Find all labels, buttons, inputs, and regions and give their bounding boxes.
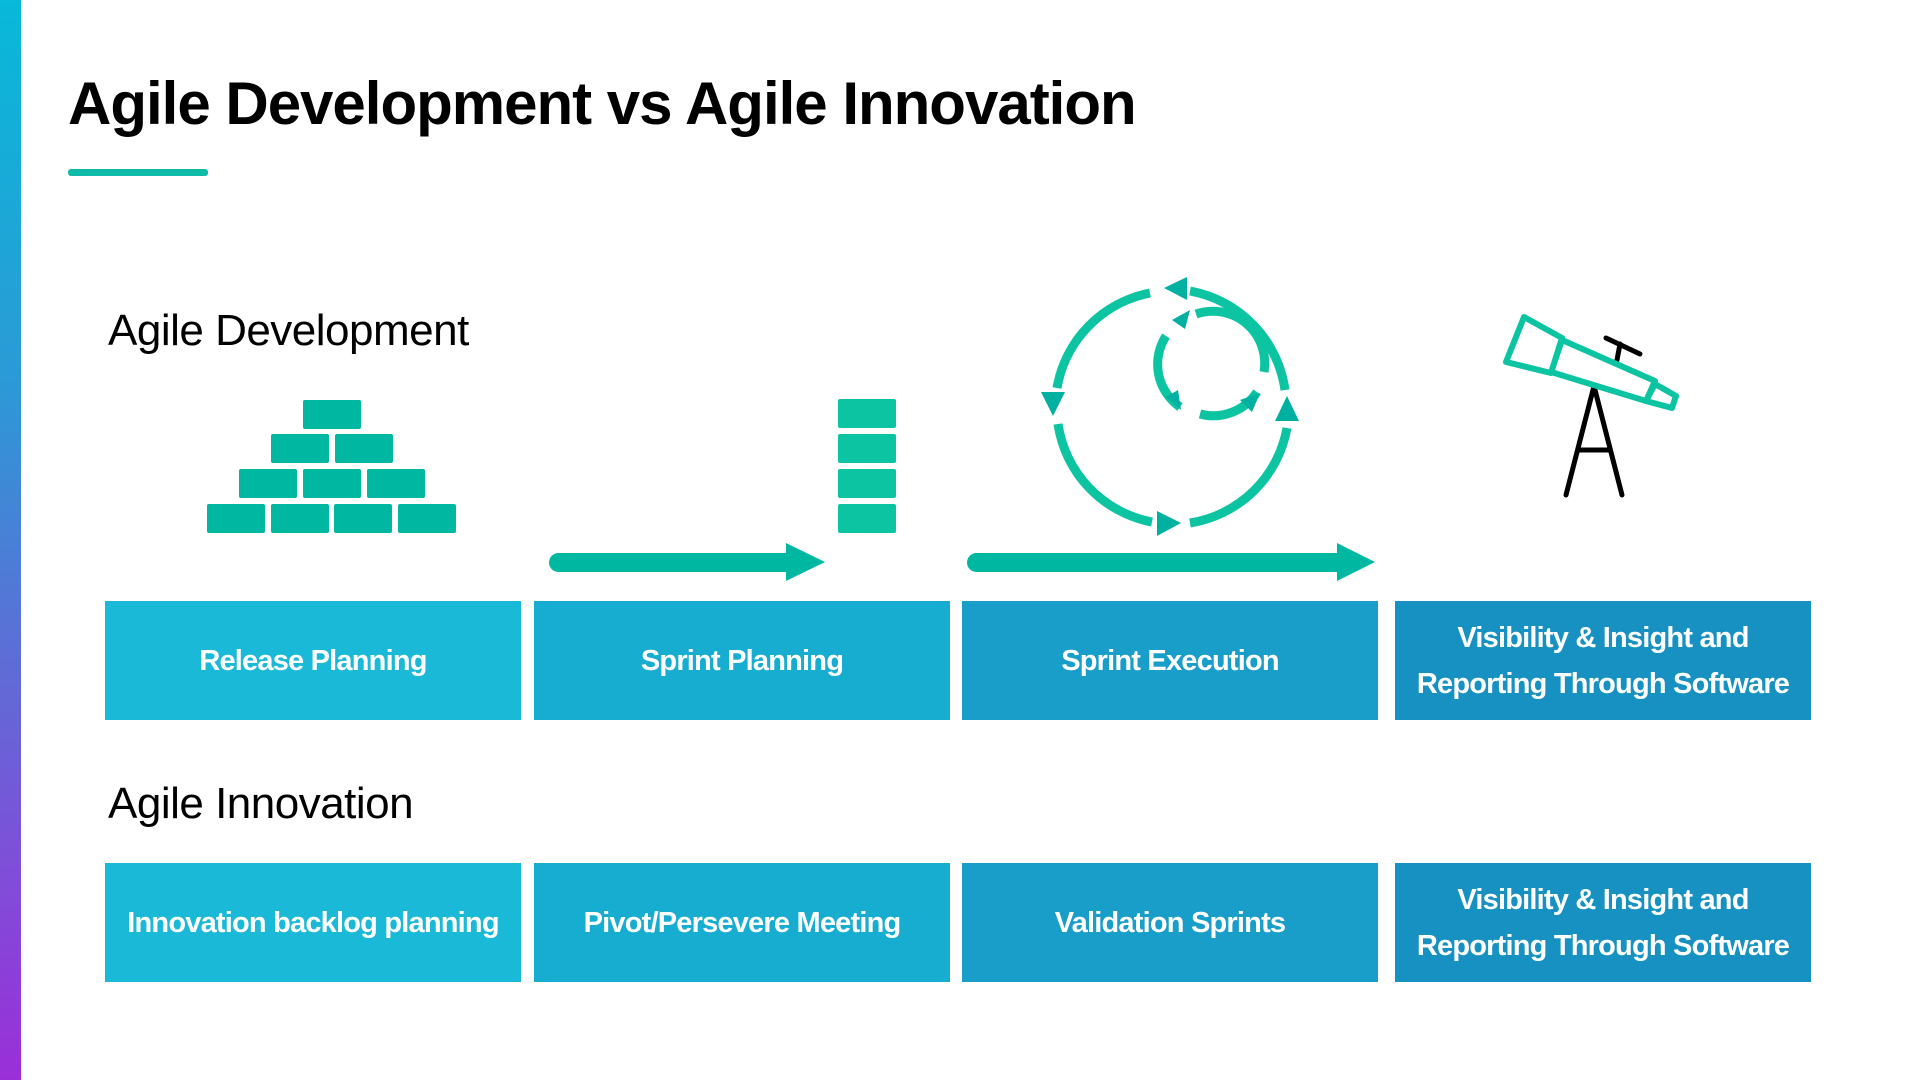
inn-step-backlog-planning: Innovation backlog planning	[105, 863, 521, 982]
arrow-right-icon	[967, 543, 1375, 581]
step-label: Validation Sprints	[1054, 906, 1286, 939]
arrow-right-icon	[549, 543, 825, 581]
dev-step-release-planning: Release Planning	[105, 601, 521, 720]
step-label: Visibility & Insight and Reporting Throu…	[1416, 621, 1790, 700]
section-heading-agile-innovation: Agile Innovation	[108, 779, 414, 828]
dev-step-sprint-planning: Sprint Planning	[534, 601, 950, 720]
step-label: Release Planning	[199, 644, 427, 677]
step-label: Pivot/Persevere Meeting	[583, 906, 902, 939]
accent-gradient-bar	[0, 0, 21, 1080]
dev-step-visibility-reporting: Visibility & Insight and Reporting Throu…	[1395, 601, 1811, 720]
title-underline	[68, 169, 208, 176]
step-label: Innovation backlog planning	[127, 906, 499, 939]
step-label: Sprint Planning	[640, 644, 844, 677]
step-label: Sprint Execution	[1061, 644, 1279, 677]
inn-step-validation-sprints: Validation Sprints	[962, 863, 1378, 982]
slide-title: Agile Development vs Agile Innovation	[68, 70, 1137, 137]
cycle-icon	[1041, 277, 1299, 536]
dev-step-sprint-execution: Sprint Execution	[962, 601, 1378, 720]
inn-step-visibility-reporting: Visibility & Insight and Reporting Throu…	[1395, 863, 1811, 982]
inn-step-pivot-persevere: Pivot/Persevere Meeting	[534, 863, 950, 982]
telescope-icon	[1503, 314, 1679, 498]
step-label: Visibility & Insight and Reporting Throu…	[1416, 883, 1790, 962]
section-heading-agile-development: Agile Development	[108, 306, 469, 355]
brick-pyramid-icon	[207, 400, 456, 533]
brick-stack-icon	[838, 399, 896, 533]
